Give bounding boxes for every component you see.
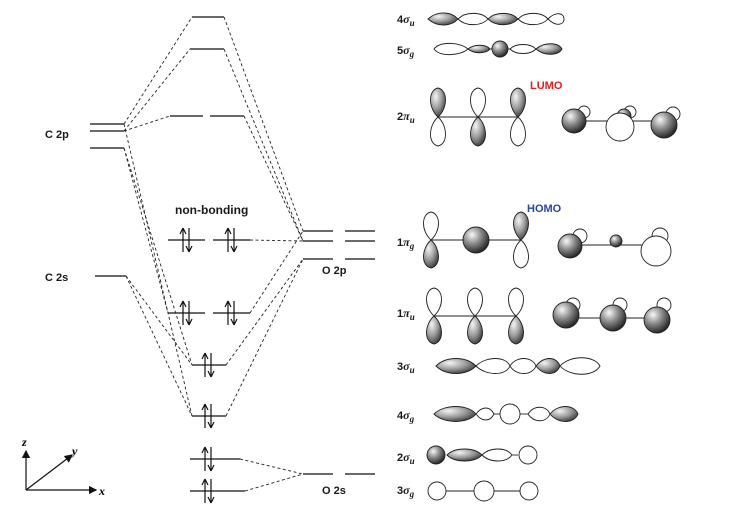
label-nonbonding: non-bonding (175, 203, 248, 217)
orbital-labels: 4σu 5σg 2πu 1πg 1πu 3σu 4σg 2σu 3σg (397, 12, 415, 499)
electron-pair-3su (201, 352, 215, 378)
orbital-picture-2su (426, 445, 538, 465)
label-c2p: C 2p (45, 129, 69, 141)
electron-pair-2su (201, 446, 215, 472)
orbital-label: 1πu (397, 306, 415, 322)
orbital-picture-1pg-s (557, 227, 672, 267)
orbital-label: 3σu (397, 359, 415, 375)
orbital-label: 3σg (397, 483, 415, 499)
axis-x-label: x (98, 484, 105, 498)
electron-pair-1pg-a (179, 227, 193, 253)
electron-pair-3sg (201, 478, 215, 504)
label-c2s: C 2s (45, 272, 68, 284)
orbital-picture-2pu-s (561, 105, 681, 142)
correlation-lines (123, 16, 304, 492)
label-homo: HOMO (527, 203, 562, 215)
orbital-picture-4su (427, 12, 565, 26)
electron-pair-1pg-b (224, 227, 238, 253)
axis-z-label: z (21, 435, 27, 449)
orbital-label: 4σu (397, 12, 415, 28)
axis-y-label: y (70, 444, 78, 458)
orbital-picture-2pu-p (430, 87, 526, 147)
orbital-picture-1pg-p (423, 211, 529, 269)
orbital-picture-3sg (427, 480, 539, 502)
orbital-label: 4σg (397, 408, 415, 424)
electron-pair-4sg (201, 403, 215, 429)
label-o2s: O 2s (322, 485, 346, 497)
electron-pair-1pu-b (224, 300, 238, 326)
electron-pairs (179, 227, 238, 504)
orbital-label: 5σg (397, 43, 415, 59)
orbital-picture-1pu-p (426, 287, 524, 345)
orbital-label: 2σu (397, 450, 415, 466)
energy-levels (90, 16, 375, 492)
orbital-picture-4sg (433, 403, 579, 425)
coordinate-axes: z y x (21, 435, 105, 498)
orbital-picture-1pu-s (552, 297, 672, 334)
electron-pair-1pu-a (179, 300, 193, 326)
orbital-picture-5sg (433, 40, 563, 58)
orbital-label: 1πg (397, 235, 415, 251)
orbital-label: 2πu (397, 109, 415, 125)
label-o2p: O 2p (322, 265, 347, 277)
label-lumo: LUMO (530, 80, 563, 92)
orbital-picture-3su (435, 357, 601, 375)
